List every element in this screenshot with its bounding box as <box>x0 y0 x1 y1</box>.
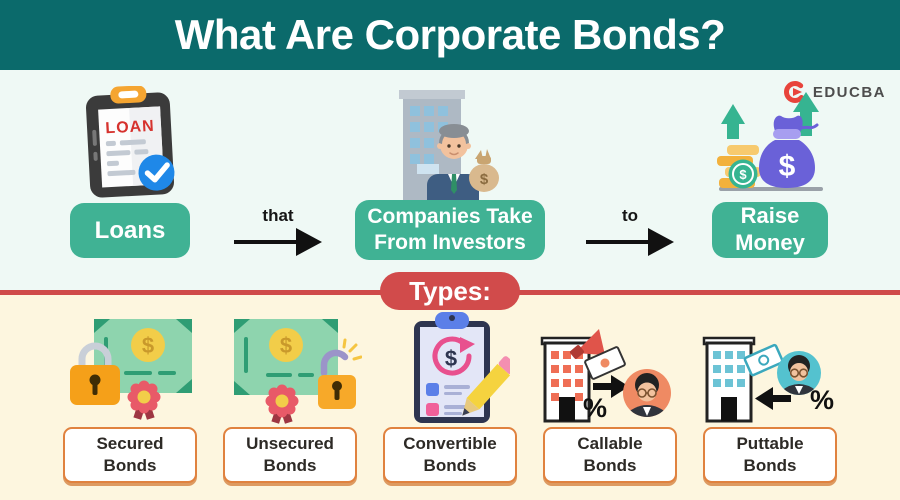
sparkle-icon <box>342 338 362 361</box>
type-callable-bonds: % Callable Bonds <box>530 313 690 483</box>
loan-word: LOAN <box>105 118 155 138</box>
type-label-box: Convertible Bonds <box>383 427 517 483</box>
banknote-icon <box>743 343 784 377</box>
svg-text:$: $ <box>779 150 796 183</box>
arrow-right-icon <box>234 228 322 256</box>
secured-bonds-icon: $ <box>70 319 192 420</box>
svg-text:$: $ <box>280 333 292 358</box>
company-investors-icon: $ <box>399 90 499 202</box>
flow-step-raise-money: Raise Money <box>712 202 828 258</box>
flow-step-loans: Loans <box>70 203 190 258</box>
money-bag-icon: $ <box>759 115 819 188</box>
unsecured-bonds-icon: $ <box>234 319 362 424</box>
type-label-box: Callable Bonds <box>543 427 677 483</box>
ribbon-rosette-icon <box>127 380 161 420</box>
up-arrow-icon <box>721 92 819 139</box>
arrow-right-icon <box>586 228 674 256</box>
svg-text:$: $ <box>445 346 457 371</box>
type-label-text: Secured Bonds <box>96 433 164 475</box>
money-bag-icon: $ <box>469 149 499 192</box>
type-label-box: Unsecured Bonds <box>223 427 357 483</box>
type-label-box: Secured Bonds <box>63 427 197 483</box>
svg-text:%: % <box>583 393 607 423</box>
arrow-right-icon <box>593 375 629 398</box>
connector-label: that <box>262 206 294 225</box>
investor-avatar-icon <box>777 351 821 395</box>
type-puttable-bonds: % Puttable Bonds <box>690 313 850 483</box>
type-label-text: Convertible Bonds <box>403 433 497 475</box>
educba-logo-icon <box>783 81 806 103</box>
pencil-icon <box>462 356 510 416</box>
closed-padlock-icon <box>70 342 120 405</box>
open-padlock-icon <box>318 338 362 409</box>
coin-stack-icon: $ <box>717 145 761 189</box>
svg-text:$: $ <box>739 167 747 182</box>
type-secured-bonds: $ <box>50 313 210 483</box>
callable-bonds-icon: % <box>540 329 671 423</box>
connector-label: to <box>621 206 639 225</box>
flow-step-companies: Companies Take From Investors <box>355 200 545 260</box>
type-label-text: Unsecured Bonds <box>246 433 334 475</box>
type-label-box: Puttable Bonds <box>703 427 837 483</box>
connector-to: to <box>584 206 676 258</box>
type-convertible-bonds: $ Convertible Bonds <box>370 312 530 483</box>
page-title: What Are Corporate Bonds? <box>174 11 726 58</box>
convert-dollar-icon: $ <box>432 336 475 376</box>
brand-name: EDUCBA <box>812 83 886 101</box>
type-label-text: Callable Bonds <box>577 433 643 475</box>
megaphone-icon <box>570 329 605 359</box>
svg-text:%: % <box>810 385 834 415</box>
connector-that: that <box>232 206 324 258</box>
header-band: What Are Corporate Bonds? <box>0 0 900 70</box>
types-heading: Types: <box>380 272 520 310</box>
type-unsecured-bonds: $ <box>210 313 370 483</box>
investor-avatar-icon <box>623 369 671 417</box>
svg-text:$: $ <box>480 171 489 188</box>
loan-clipboard-icon: LOAN <box>86 86 175 198</box>
type-label-text: Puttable Bonds <box>736 433 804 475</box>
check-badge-icon <box>138 154 175 191</box>
svg-text:$: $ <box>142 333 154 358</box>
banknote-icon <box>584 346 626 380</box>
puttable-bonds-icon: % <box>702 336 834 423</box>
ribbon-rosette-icon <box>265 384 299 424</box>
arrow-left-icon <box>755 387 791 410</box>
raise-money-icon: $ $ <box>717 92 823 191</box>
brand-logo: EDUCBA <box>783 80 886 104</box>
convertible-bonds-icon: $ <box>414 312 510 423</box>
investor-person <box>427 124 479 202</box>
